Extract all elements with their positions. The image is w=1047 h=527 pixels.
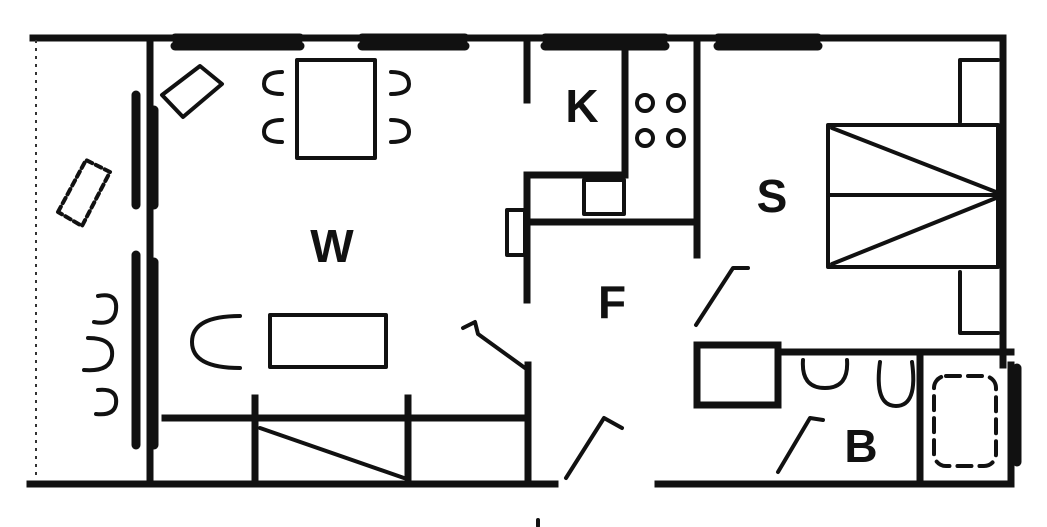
kitchen-fittings — [582, 93, 686, 216]
balcony-furniture — [56, 158, 119, 417]
windows — [131, 33, 1022, 467]
room-label-w: W — [310, 220, 354, 272]
doors — [461, 266, 825, 480]
room-label-f: F — [598, 276, 626, 328]
room-label-k: K — [565, 80, 598, 132]
bedroom-furniture — [826, 58, 1000, 335]
living-room-furniture — [160, 58, 411, 370]
interior-walls — [161, 41, 1015, 488]
bathroom-fittings — [800, 358, 998, 468]
room-label-s: S — [757, 170, 788, 222]
room-label-b: B — [844, 420, 877, 472]
